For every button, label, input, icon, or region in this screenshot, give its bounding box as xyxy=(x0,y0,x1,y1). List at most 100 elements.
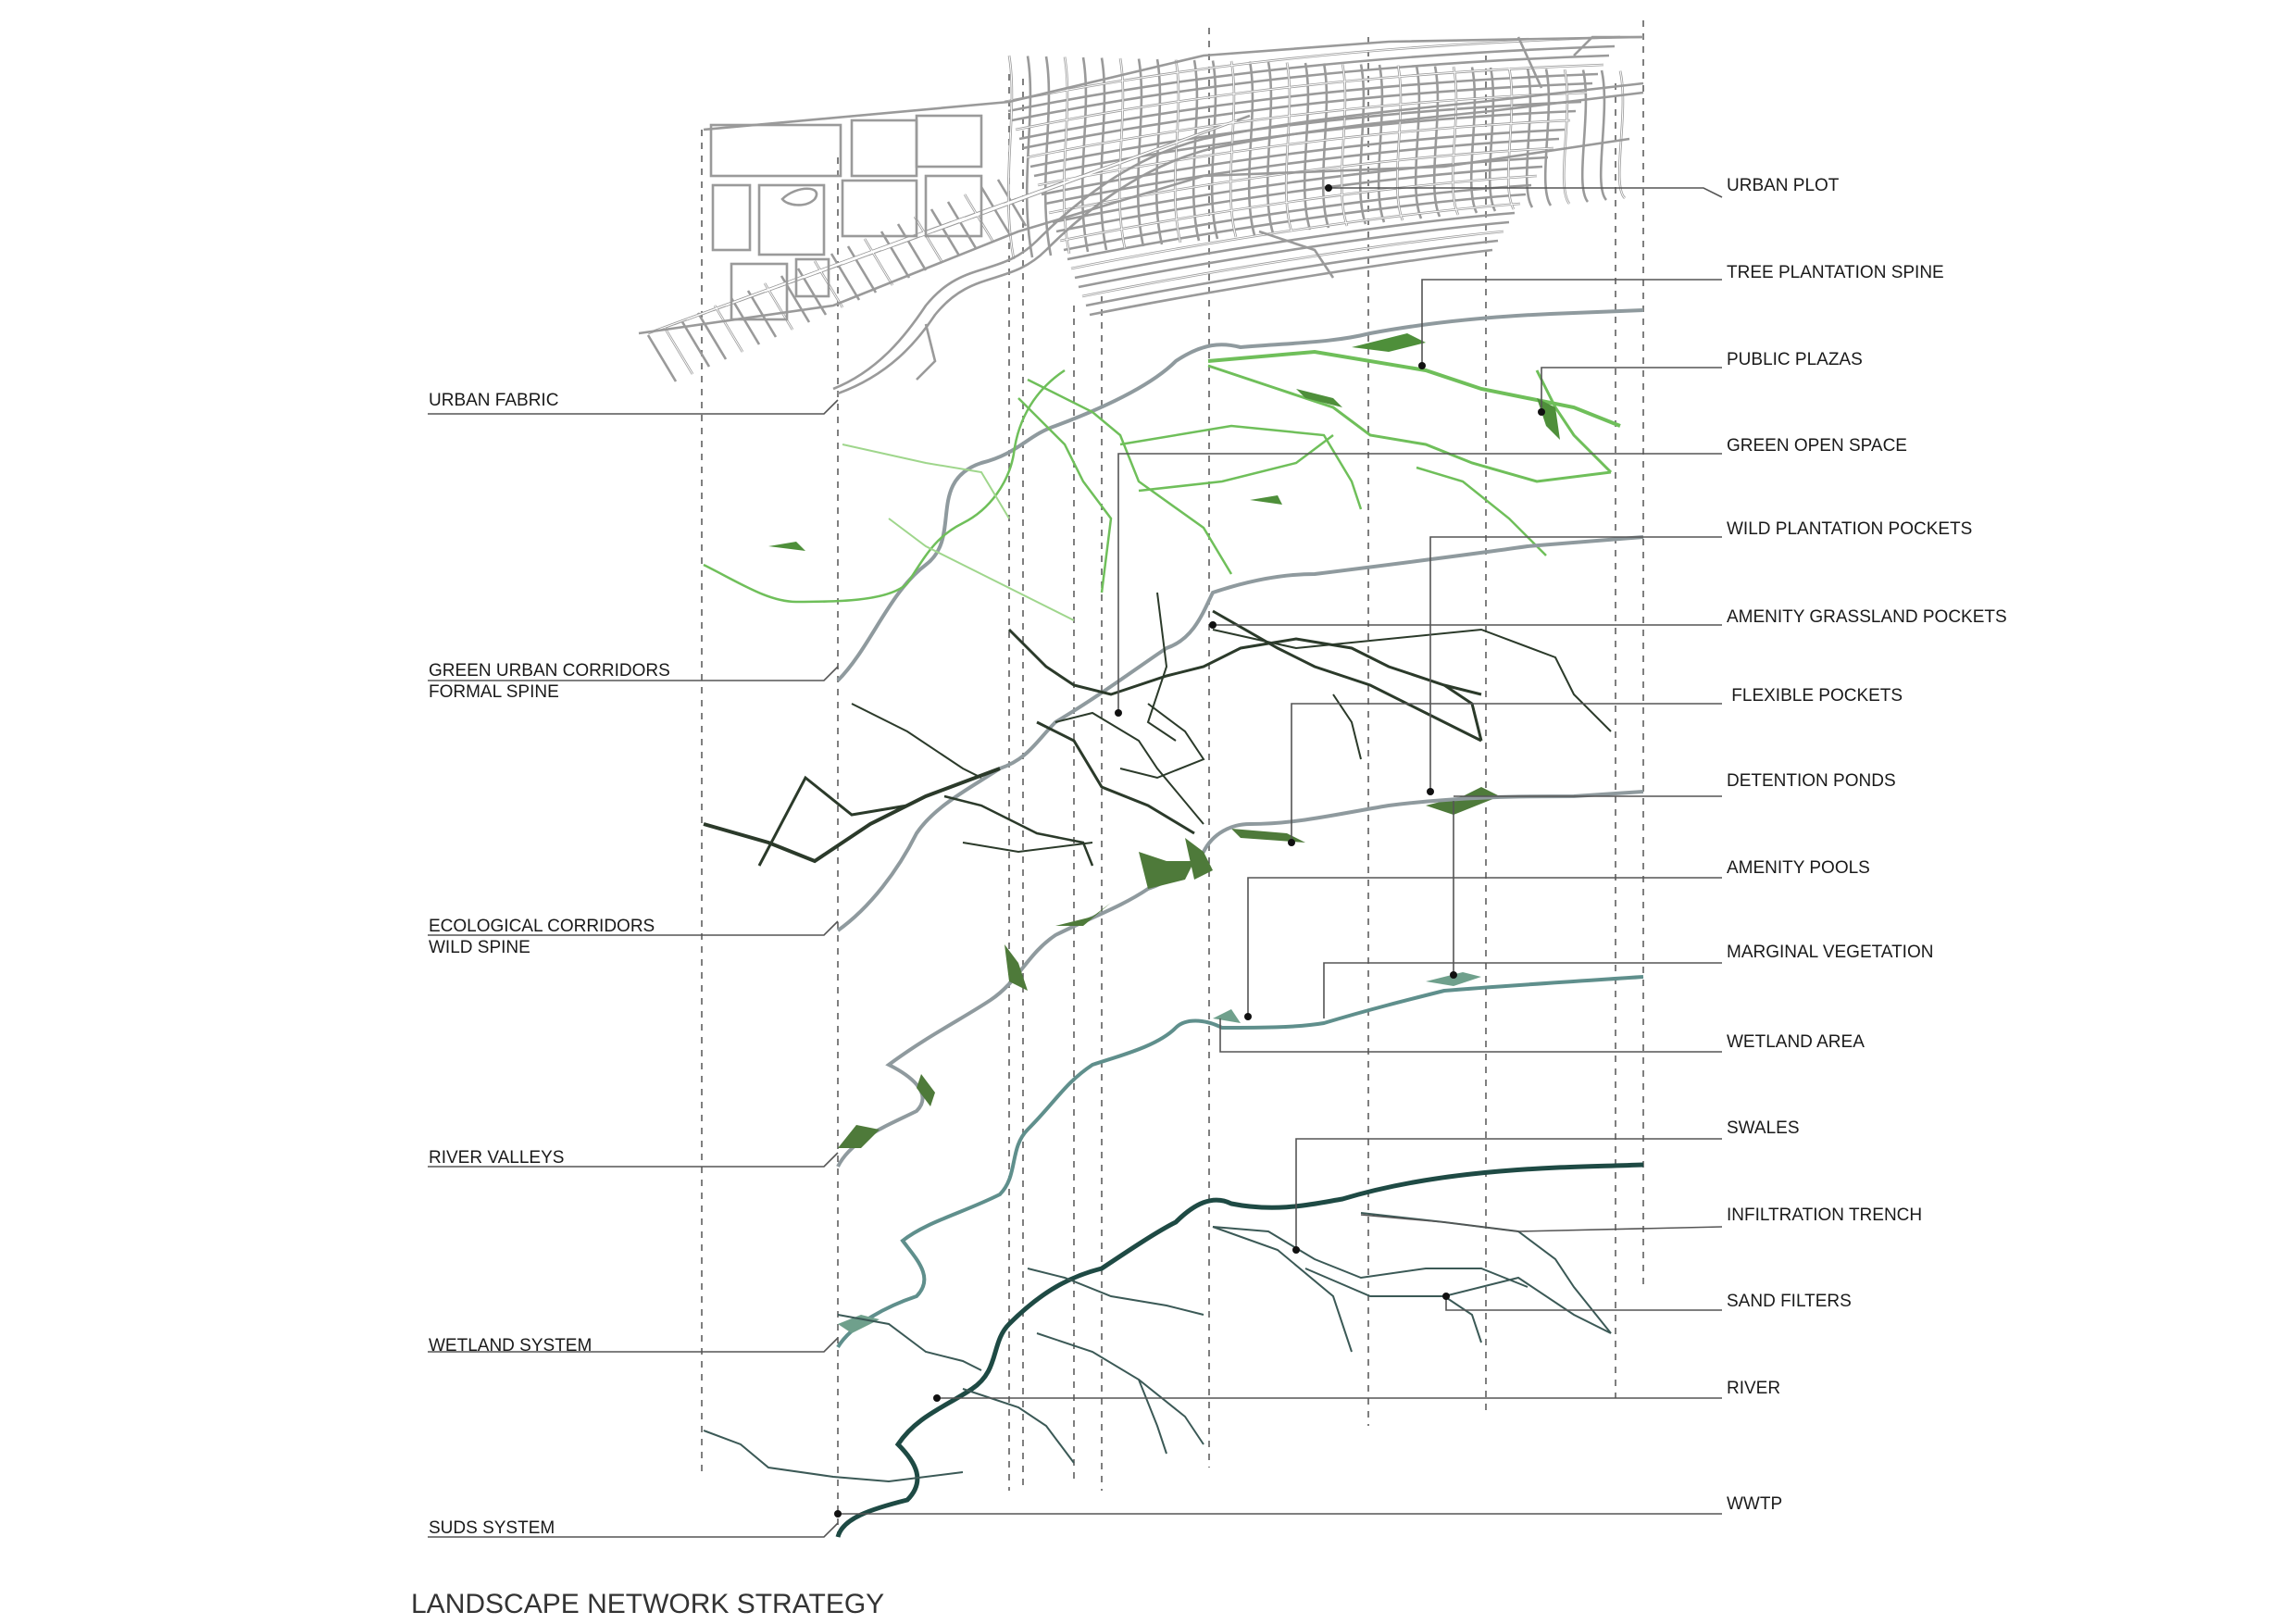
suds-river xyxy=(835,1162,1644,1538)
street xyxy=(1070,203,1521,269)
label-infiltration-trench: INFILTRATION TRENCH xyxy=(1727,1206,1922,1225)
green-corridor xyxy=(1207,364,1612,483)
street-grid xyxy=(646,35,1627,382)
street xyxy=(896,223,928,271)
street xyxy=(1067,193,1527,261)
right-labels: URBAN PLOT TREE PLANTATION SPINE PUBLIC … xyxy=(1727,176,2007,1514)
suds-branch xyxy=(1212,1226,1353,1353)
green-patch xyxy=(1250,495,1282,505)
street xyxy=(1007,44,1616,113)
street xyxy=(1303,62,1312,231)
street xyxy=(646,334,678,382)
label-urban-plot: URBAN PLOT xyxy=(1727,176,1840,195)
label-wild-spine: WILD SPINE xyxy=(429,938,530,957)
street xyxy=(1229,60,1237,238)
green-corridor xyxy=(703,369,1066,604)
wild-corridor xyxy=(1008,629,1047,668)
marker-dot xyxy=(933,1394,941,1402)
wild-corridor xyxy=(943,794,1094,867)
street xyxy=(1285,62,1292,232)
green-patch xyxy=(1352,333,1426,352)
wild-corridor xyxy=(1054,711,1204,825)
street xyxy=(1617,70,1627,199)
street xyxy=(1469,67,1479,214)
street xyxy=(1507,68,1515,210)
leader-amenity-pools xyxy=(1247,877,1722,1017)
spur-road xyxy=(1573,35,1643,56)
green-corridor xyxy=(888,518,1075,621)
suds-branch xyxy=(1212,1226,1529,1288)
marker-dot xyxy=(1209,621,1217,629)
leader-green-urban-corridors xyxy=(428,666,839,681)
river-valley-pocket xyxy=(917,1074,935,1106)
urban-block xyxy=(709,123,842,178)
green-corridor xyxy=(1017,397,1113,593)
green-corridor xyxy=(1027,378,1233,575)
leader-green-open-space xyxy=(1117,453,1722,713)
street xyxy=(1015,64,1604,131)
leader-tree-plantation-spine xyxy=(1421,279,1722,366)
green-corridor xyxy=(842,443,1010,519)
suds-branch xyxy=(703,1430,964,1483)
label-swales: SWALES xyxy=(1727,1118,1800,1138)
marker-dot xyxy=(1288,839,1295,846)
street xyxy=(1414,65,1423,219)
suds-branch xyxy=(1304,1268,1612,1334)
label-public-plazas: PUBLIC PLAZAS xyxy=(1727,350,1863,369)
label-suds-system: SUDS SYSTEM xyxy=(429,1518,555,1538)
marker-dot xyxy=(1115,709,1122,717)
street xyxy=(1118,57,1126,249)
marker-dot xyxy=(1538,408,1545,416)
main-road xyxy=(703,35,1644,131)
leader-marginal-vegetation xyxy=(1323,801,1722,1018)
street xyxy=(958,119,1238,223)
street xyxy=(1044,137,1560,206)
street xyxy=(946,201,978,249)
street xyxy=(680,319,711,368)
marker-dot xyxy=(1292,1246,1300,1254)
diagram-title: LANDSCAPE NETWORK STRATEGY xyxy=(411,1589,884,1619)
street xyxy=(1043,56,1053,256)
street xyxy=(746,290,778,338)
green-corridor xyxy=(1416,466,1547,556)
marker-dot xyxy=(1450,971,1457,979)
suds-branch xyxy=(962,1388,1075,1464)
label-tree-plantation-spine: TREE PLANTATION SPINE xyxy=(1727,263,1944,282)
green-corridor xyxy=(1119,424,1363,510)
suds-branch xyxy=(1027,1268,1204,1316)
street xyxy=(1525,68,1534,208)
street xyxy=(1055,165,1543,233)
street xyxy=(980,186,1011,234)
wild-corridor xyxy=(851,703,982,779)
river-valley-pocket xyxy=(1139,852,1194,889)
street xyxy=(1025,56,1034,258)
leader-urban-fabric xyxy=(428,399,839,415)
river-valley-pocket xyxy=(1055,903,1111,926)
label-marginal-vegetation: MARGINAL VEGETATION xyxy=(1727,943,1933,962)
wild-corridor xyxy=(703,767,1001,864)
leader-infiltration-trench xyxy=(1360,1214,1723,1232)
leader-suds-system xyxy=(428,1522,839,1538)
wetland-pocket xyxy=(1426,972,1481,986)
spur-road xyxy=(916,323,937,381)
street xyxy=(1247,61,1256,236)
street xyxy=(1085,239,1499,307)
street xyxy=(1063,56,1070,255)
street xyxy=(830,253,861,301)
label-amenity-pools: AMENITY POOLS xyxy=(1727,858,1870,878)
label-detention-ponds: DETENTION PONDS xyxy=(1727,771,1896,791)
ecological-corridor-layer xyxy=(703,535,1644,932)
street xyxy=(1174,59,1181,244)
marker-dot xyxy=(1427,788,1434,795)
street xyxy=(1004,36,1621,103)
urban-block xyxy=(850,119,918,178)
label-green-open-space: GREEN OPEN SPACE xyxy=(1727,436,1907,456)
marker-dot xyxy=(1325,184,1332,192)
street xyxy=(1192,59,1201,242)
wild-corridor xyxy=(962,842,1093,854)
spur-road xyxy=(1516,36,1543,89)
wetland-pocket xyxy=(838,1315,880,1333)
marker-dot xyxy=(1418,362,1426,369)
label-sand-filters: SAND FILTERS xyxy=(1727,1292,1852,1311)
